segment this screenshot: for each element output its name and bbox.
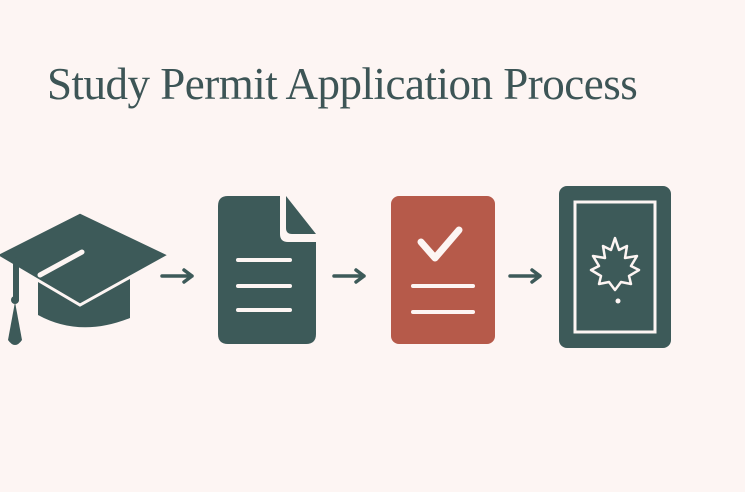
connector-arrow-3 — [508, 268, 544, 288]
arrow-right-icon — [160, 268, 194, 284]
step-permit — [559, 186, 671, 348]
checklist-approved-icon — [391, 196, 495, 344]
connector-arrow-2 — [332, 268, 368, 288]
connector-arrow-1 — [160, 268, 196, 288]
permit-card-maple-leaf-icon — [559, 186, 671, 348]
step-approval — [391, 196, 495, 344]
arrow-right-icon — [508, 268, 542, 284]
page-title: Study Permit Application Process — [47, 59, 638, 109]
arrow-right-icon — [332, 268, 366, 284]
step-education — [0, 200, 174, 350]
graduation-cap-icon — [0, 210, 174, 345]
step-documents — [218, 194, 318, 346]
document-icon — [218, 196, 316, 344]
